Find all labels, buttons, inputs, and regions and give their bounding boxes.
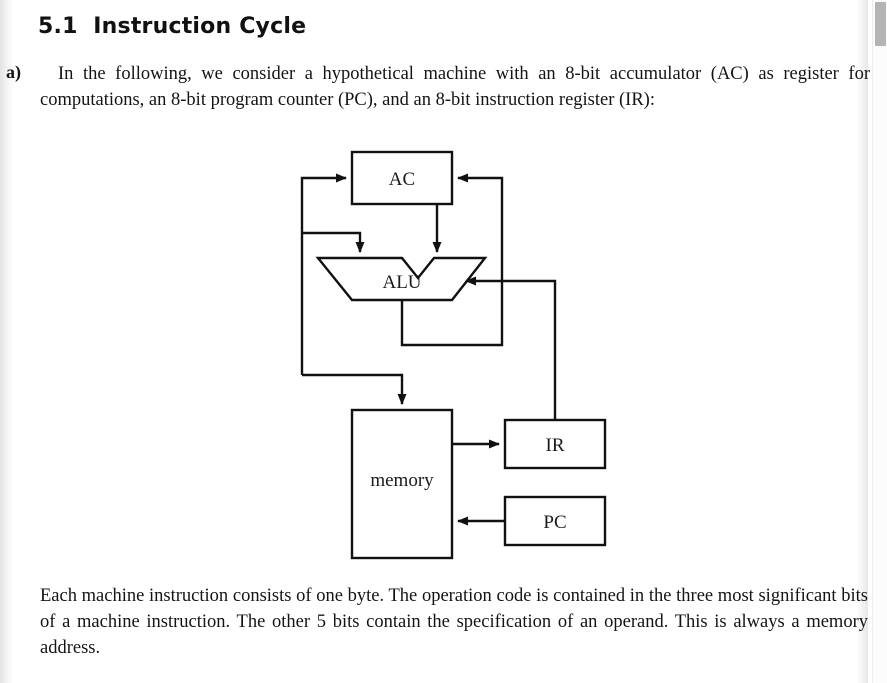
block-ac-rect bbox=[350, 150, 454, 206]
block-memory-rect bbox=[350, 408, 454, 560]
page-title: 5.1 Instruction Cycle bbox=[38, 14, 307, 39]
wire-alu-to-ac bbox=[400, 173, 504, 347]
block-alu-shape bbox=[315, 256, 488, 302]
scrollbar-thumb[interactable] bbox=[875, 2, 886, 46]
block-pc-rect bbox=[503, 495, 607, 547]
paragraph-intro: In the following, we consider a hypothet… bbox=[40, 64, 870, 110]
wire-ir-to-alu bbox=[465, 276, 557, 420]
wire-bus-to-memory bbox=[302, 373, 407, 405]
block-label-ac: AC bbox=[389, 169, 415, 190]
block-label-alu: ALU bbox=[382, 272, 421, 293]
block-label-ir: IR bbox=[546, 435, 565, 456]
page-edge-shadow-left bbox=[0, 0, 14, 683]
block-label-memory: memory bbox=[370, 470, 434, 491]
block-ir-rect bbox=[503, 418, 607, 470]
block-label-pc: PC bbox=[543, 512, 566, 533]
paragraph-instruction-format: Each machine instruction consists of one… bbox=[40, 586, 868, 658]
vertical-scrollbar[interactable] bbox=[872, 0, 887, 683]
list-item-marker: a) bbox=[6, 62, 21, 82]
wire-bus-to-alu-left-input bbox=[302, 231, 365, 253]
wire-memory-to-ac bbox=[300, 173, 347, 375]
